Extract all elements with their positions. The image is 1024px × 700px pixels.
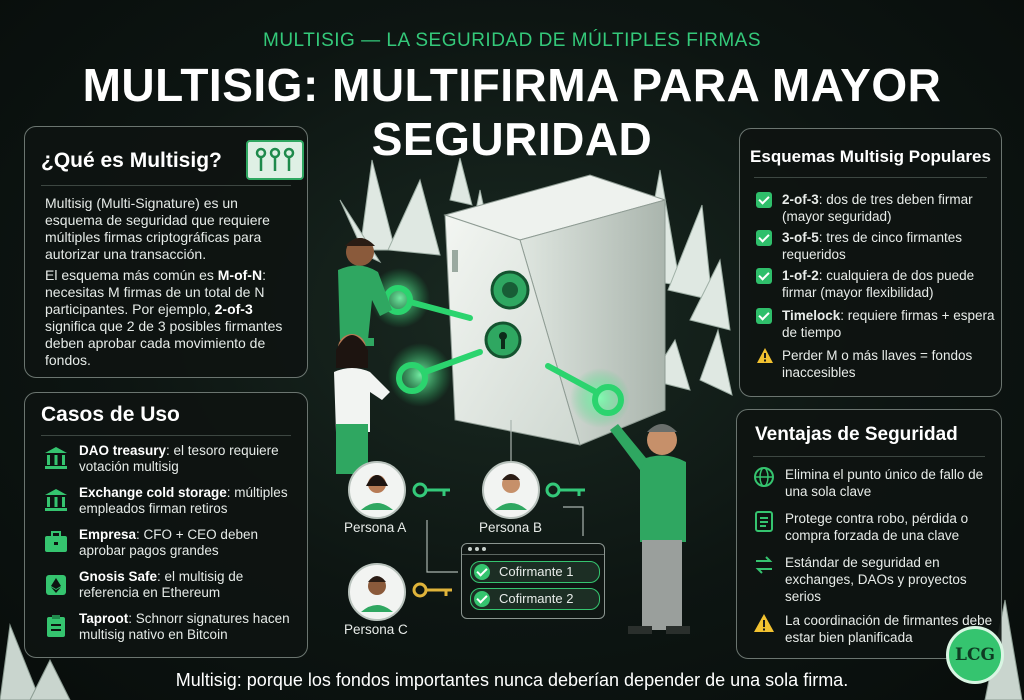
checkbox-icon — [756, 230, 772, 246]
popular-schemes-title: Esquemas Multisig Populares — [750, 147, 991, 166]
clipboard-icon — [47, 615, 65, 637]
persona-a-label: Persona A — [344, 520, 407, 535]
cosigner-1-row: Cofirmante 1 — [470, 561, 600, 583]
glowing-key-3 — [545, 363, 624, 416]
checkbox-icon — [756, 268, 772, 284]
persona-c-label: Persona C — [344, 622, 408, 637]
crystals-bottom-left — [0, 623, 71, 700]
globe-icon — [754, 467, 774, 487]
cosigner-2-row: Cofirmante 2 — [470, 588, 600, 610]
briefcase-icon — [45, 531, 67, 552]
footer-tagline: Multisig: porque los fondos importantes … — [175, 670, 849, 690]
avatar-persona-a — [348, 461, 406, 519]
safe — [443, 174, 667, 446]
what-paragraph-2: El esquema más común es M-of-N: necesita… — [45, 267, 283, 368]
cosigner-2-label: Cofirmante 2 — [499, 591, 574, 606]
use-cases-title: Casos de Uso — [41, 403, 180, 426]
use-case-item: Exchange cold storage: múltiples emplead… — [43, 485, 303, 521]
check-icon — [474, 591, 490, 607]
what-is-multisig-title: ¿Qué es Multisig? — [41, 149, 222, 172]
use-case-item: DAO treasury: el tesoro requiere votació… — [43, 443, 303, 479]
person-man-right — [610, 424, 690, 634]
window-titlebar — [462, 544, 604, 555]
avatar-persona-c — [348, 563, 406, 621]
swap-arrows-icon — [755, 556, 773, 574]
avatar-persona-b — [482, 461, 540, 519]
security-advantages-title: Ventajas de Seguridad — [755, 424, 958, 445]
divider — [41, 185, 291, 186]
use-case-item: Taproot: Schnorr signatures hacen multis… — [43, 611, 303, 647]
glowing-key-2 — [396, 349, 483, 394]
divider — [41, 435, 291, 436]
key-icon-c — [412, 582, 452, 598]
lcg-logo: LCG — [946, 626, 1004, 684]
vault-keys-icon — [246, 140, 304, 180]
ethereum-wallet-icon — [46, 575, 66, 595]
what-is-multisig-panel: ¿Qué es Multisig? Multisig (Multi-Signat… — [24, 126, 308, 378]
checkbox-icon — [756, 192, 772, 208]
divider — [753, 456, 985, 457]
warning-icon — [754, 614, 774, 632]
checkbox-icon — [756, 308, 772, 324]
persona-b-label: Persona B — [479, 520, 543, 535]
what-paragraph-1: Multisig (Multi-Signature) es un esquema… — [45, 195, 270, 262]
use-case-item: Gnosis Safe: el multisig de referencia e… — [43, 569, 303, 605]
security-advantages-panel: Ventajas de Seguridad Elimina el punto ú… — [736, 409, 1002, 659]
divider — [754, 177, 987, 178]
key-icon-b — [545, 482, 585, 498]
checklist-icon — [755, 511, 773, 532]
bank-icon — [45, 489, 67, 511]
page-title: MULTISIG: MULTIFIRMA PARA MAYOR SEGURIDA… — [82, 59, 942, 165]
person-woman-left — [334, 334, 390, 474]
warning-icon — [757, 348, 773, 363]
use-cases-panel: Casos de Uso DAO treasury: el tesoro req… — [24, 392, 308, 658]
connection-lines — [426, 420, 584, 573]
cosigner-window: Cofirmante 1 Cofirmante 2 — [461, 543, 605, 619]
header-kicker: MULTISIG — LA SEGURIDAD DE MÚLTIPLES FIR… — [263, 30, 761, 51]
person-man-left — [338, 238, 392, 346]
popular-schemes-panel: Esquemas Multisig Populares 2-of-3: dos … — [739, 128, 1002, 397]
check-icon — [474, 564, 490, 580]
bank-icon — [45, 447, 67, 469]
key-icon-a — [412, 482, 450, 498]
cosigner-1-label: Cofirmante 1 — [499, 564, 574, 579]
use-case-item: Empresa: CFO + CEO deben aprobar pagos g… — [43, 527, 303, 563]
